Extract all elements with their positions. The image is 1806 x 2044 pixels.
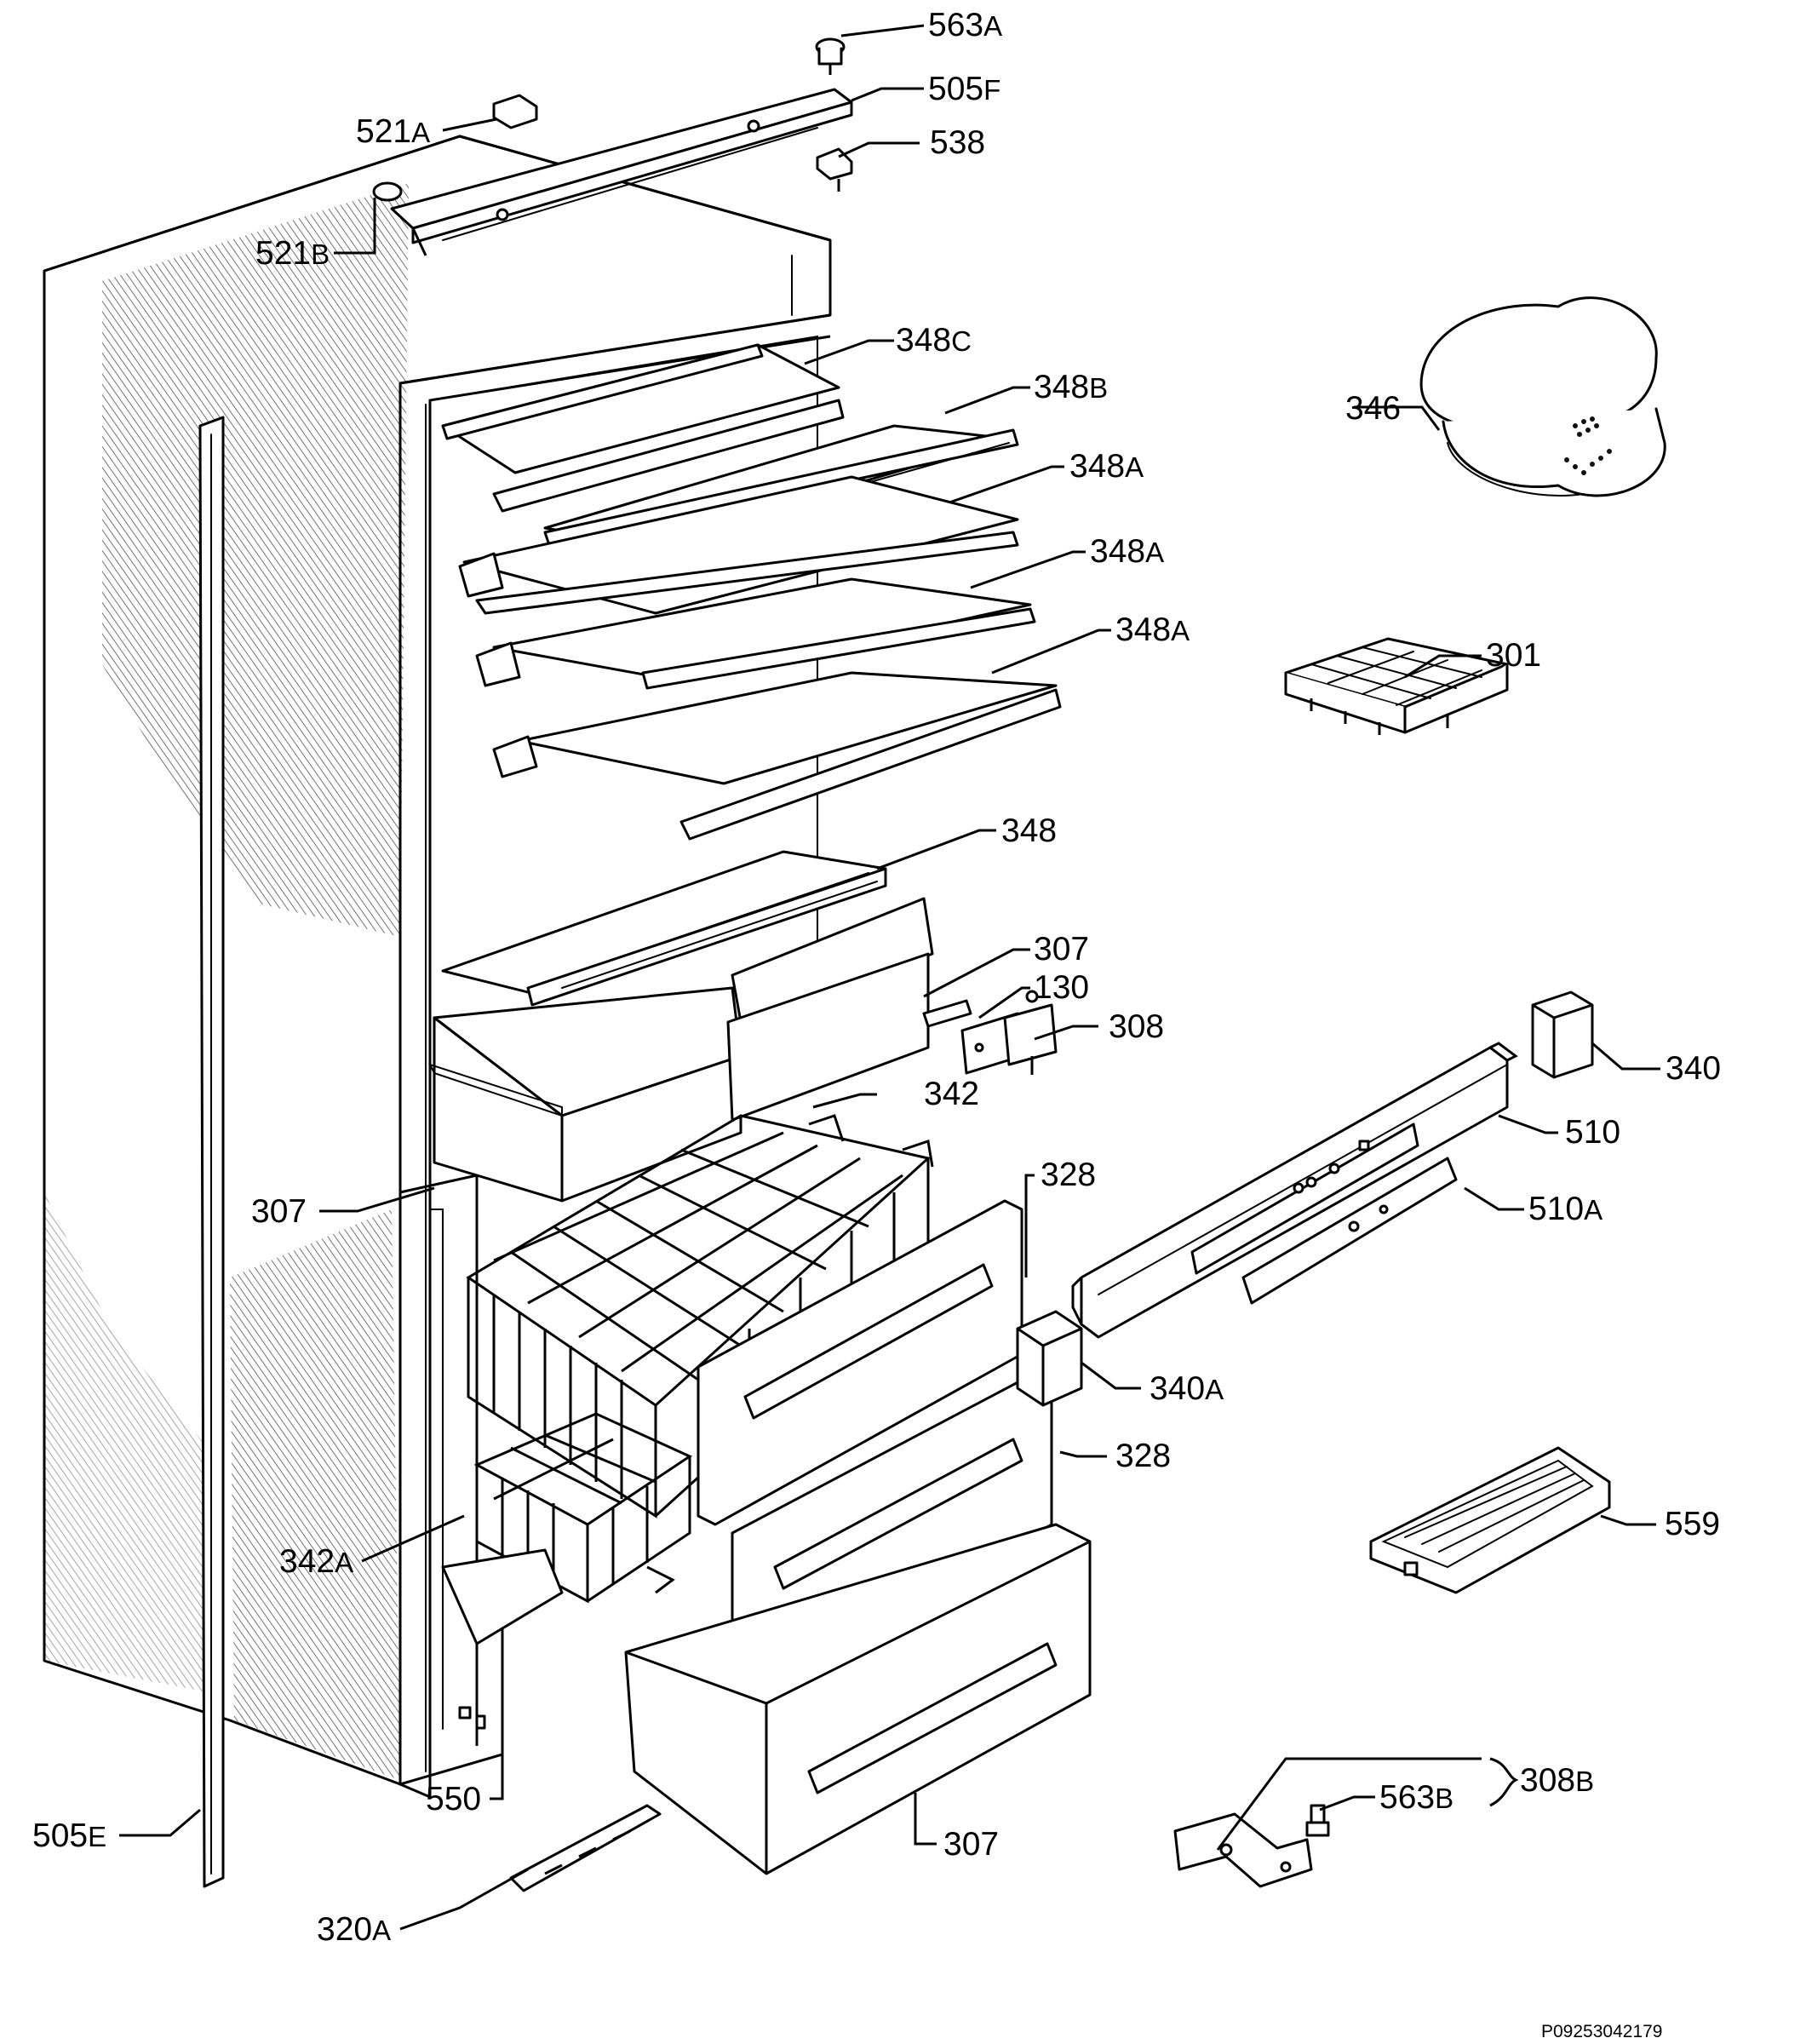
callout-521b: 521B: [255, 235, 330, 272]
glass-shelf-348: [441, 850, 887, 1007]
egg-tray-346: [1419, 296, 1666, 497]
cap-563a: [815, 37, 846, 75]
callout-505e: 505E: [32, 1817, 106, 1854]
callout-505f: 505F: [928, 71, 1000, 107]
callout-348b: 348B: [1034, 369, 1108, 405]
crisper-drawer-307-left: [428, 986, 742, 1203]
crisper-drawer-307-right: [726, 897, 934, 1122]
ice-tray-cover-559: [1369, 1446, 1611, 1594]
door-hinge-308b: [1173, 1812, 1313, 1888]
callout-342: 342: [924, 1076, 979, 1112]
end-cap-340a: [1016, 1310, 1083, 1407]
clip-307-small: [922, 999, 972, 1028]
glass-shelf-348a-3: [492, 671, 1062, 841]
cabinet-body: [43, 135, 832, 1888]
top-hinge-bracket-505f: [390, 88, 853, 256]
cap-521a: [492, 94, 538, 129]
hinge-130-308: [960, 990, 1058, 1075]
front-panel-550: [441, 1548, 564, 1645]
reference-code: P09253042179: [1541, 2022, 1662, 2041]
freezer-drawer-307-bottom: [624, 1523, 1092, 1875]
cap-521b: [372, 181, 403, 202]
callout-340a: 340A: [1150, 1370, 1224, 1407]
callout-307-upper: 307: [1034, 931, 1089, 967]
callout-521a: 521A: [356, 113, 430, 150]
screw-563b: [1305, 1804, 1330, 1837]
glass-shelf-348c: [441, 343, 845, 513]
glass-shelf-348a-1: [458, 475, 1019, 615]
end-cap-340: [1531, 990, 1594, 1079]
callout-348a-3: 348A: [1115, 611, 1190, 648]
callout-308b: 308B: [1520, 1762, 1594, 1799]
callout-563a: 563A: [928, 7, 1002, 43]
callout-559: 559: [1665, 1506, 1720, 1542]
callout-348a-1: 348A: [1069, 448, 1144, 485]
callout-510a: 510A: [1528, 1191, 1602, 1227]
callout-348a-2: 348A: [1090, 533, 1164, 570]
control-panel-cover-510a: [1241, 1157, 1458, 1305]
callout-320a: 320A: [317, 1911, 391, 1948]
callout-348c: 348C: [896, 322, 972, 359]
callout-342a: 342A: [279, 1543, 353, 1580]
callout-510: 510: [1565, 1114, 1620, 1151]
callout-550: 550: [426, 1781, 481, 1817]
callout-301: 301: [1486, 637, 1541, 674]
control-panel-510: [1071, 1042, 1518, 1339]
callout-labels: 563A 505F 521A 538 521B 348C 348B 346 34…: [32, 7, 1721, 1948]
callout-307-middle: 307: [251, 1193, 307, 1230]
callout-538: 538: [930, 124, 985, 161]
ice-cube-tray-301: [1284, 637, 1509, 735]
callout-340: 340: [1666, 1050, 1721, 1087]
callout-308: 308: [1109, 1008, 1164, 1045]
callout-328-lower: 328: [1115, 1438, 1171, 1474]
callout-563b: 563B: [1379, 1779, 1453, 1816]
leader-lines: [119, 24, 1660, 1931]
callout-348: 348: [1001, 812, 1057, 849]
hinge-rail-320a: [509, 1804, 662, 1892]
glass-shelf-348a-2: [475, 577, 1036, 690]
callout-346: 346: [1345, 390, 1401, 427]
callout-130: 130: [1034, 969, 1089, 1006]
hinge-pin-538: [816, 147, 853, 192]
callout-328-upper: 328: [1041, 1157, 1096, 1193]
callout-307-lower: 307: [943, 1826, 999, 1863]
